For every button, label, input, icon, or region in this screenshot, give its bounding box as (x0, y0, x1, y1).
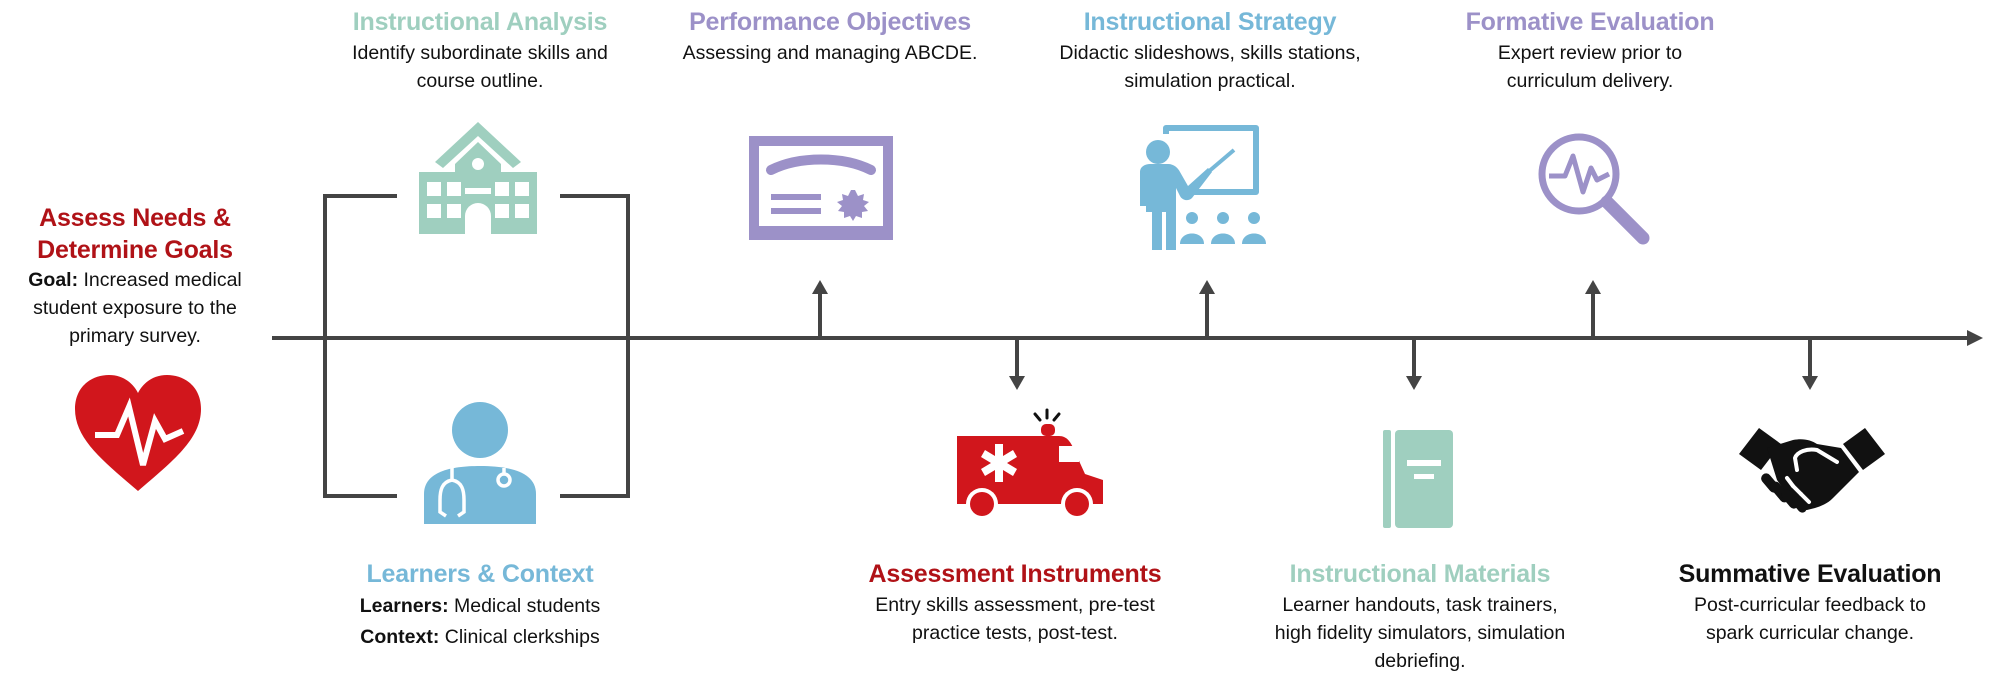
desc-line: Expert review prior to (1497, 42, 1683, 64)
desc-line: Didactic slideshows, skills stations, (1059, 42, 1361, 64)
stage-title: Formative Evaluation (1465, 8, 1715, 36)
desc-line: course outline. (416, 70, 544, 92)
stage-assess-needs: Assess Needs & Determine Goals Goal: Inc… (0, 202, 270, 350)
learners-label: Learners: (359, 595, 449, 617)
title-line: Assess Needs & (39, 204, 231, 232)
stage-description: Expert review prior to curriculum delive… (1420, 39, 1760, 95)
stage-performance-objectives: Performance Objectives Assessing and man… (660, 8, 1000, 67)
stage-title: Instructional Strategy (1083, 8, 1337, 36)
ambulance-icon (957, 408, 1103, 520)
stage-description: Identify subordinate skills and course o… (310, 39, 650, 95)
doctor-stethoscope-icon (424, 402, 536, 524)
stage-instructional-analysis: Instructional Analysis Identify subordin… (310, 8, 650, 95)
certificate-icon (749, 136, 893, 240)
desc-line: high fidelity simulators, simulation (1274, 622, 1566, 644)
stage-description: Learners: Medical students Context: Clin… (320, 591, 640, 653)
stage-description: Didactic slideshows, skills stations, si… (1040, 39, 1380, 95)
desc-line: Learner handouts, task trainers, (1282, 594, 1558, 616)
heart-pulse-icon (75, 375, 201, 491)
desc-line: simulation practical. (1124, 70, 1296, 92)
stage-description: Post-curricular feedback to spark curric… (1640, 591, 1980, 647)
stage-description: Entry skills assessment, pre-test practi… (840, 591, 1190, 647)
school-building-icon (419, 122, 537, 234)
stage-title: Performance Objectives (689, 8, 971, 36)
stage-description: Assessing and managing ABCDE. (682, 42, 978, 64)
stage-instructional-strategy: Instructional Strategy Didactic slidesho… (1040, 8, 1380, 95)
notebook-icon (1383, 430, 1453, 528)
desc-line: spark curricular change. (1705, 622, 1915, 644)
goal-label: Goal: (28, 269, 79, 291)
desc-line: Identify subordinate skills and (352, 42, 608, 64)
stage-title: Instructional Analysis (352, 8, 608, 36)
stage-title: Assess Needs & Determine Goals (0, 202, 270, 266)
goal-text: Increased medical student exposure to th… (33, 269, 242, 347)
teacher-presentation-icon (1140, 125, 1266, 250)
context-label: Context: (360, 626, 440, 648)
magnifier-pulse-icon (1538, 133, 1650, 245)
desc-line: curriculum delivery. (1506, 70, 1674, 92)
stage-learners-context: Learners & Context Learners: Medical stu… (320, 560, 640, 653)
stage-title: Summative Evaluation (1678, 560, 1942, 588)
stage-description: Learner handouts, task trainers, high fi… (1240, 591, 1600, 675)
desc-line: Post-curricular feedback to (1694, 594, 1926, 616)
context-value: Clinical clerkships (444, 626, 600, 648)
stage-formative-evaluation: Formative Evaluation Expert review prior… (1420, 8, 1760, 95)
stage-summative-evaluation: Summative Evaluation Post-curricular fee… (1640, 560, 1980, 647)
stage-instructional-materials: Instructional Materials Learner handouts… (1240, 560, 1600, 675)
desc-line: Entry skills assessment, pre-test (875, 594, 1155, 616)
desc-line: debriefing. (1374, 650, 1466, 672)
stage-title: Learners & Context (366, 560, 594, 588)
stage-assessment-instruments: Assessment Instruments Entry skills asse… (840, 560, 1190, 647)
desc-line: practice tests, post-test. (912, 622, 1118, 644)
stage-title: Assessment Instruments (868, 560, 1162, 588)
stage-description: Goal: Increased medical student exposure… (15, 266, 255, 350)
learners-value: Medical students (453, 595, 601, 617)
stage-title: Instructional Materials (1289, 560, 1551, 588)
handshake-icon (1739, 428, 1885, 513)
title-line: Determine Goals (37, 236, 233, 264)
